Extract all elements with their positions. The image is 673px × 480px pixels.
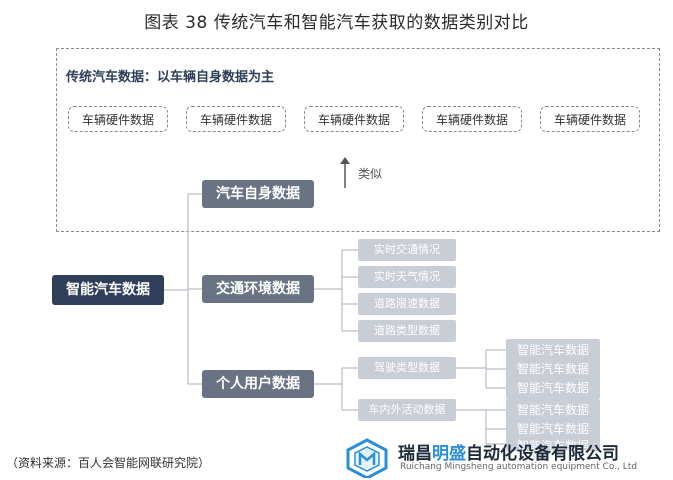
company-name-prefix: 瑞昌 <box>398 444 432 464</box>
similar-label: 类似 <box>358 167 383 181</box>
traditional-data-heading: 传统汽车数据：以车辆自身数据为主 <box>66 70 275 85</box>
personal-leaf-node: 智能汽车数据 <box>506 339 600 361</box>
personal-leaf-node: 智能汽车数据 <box>506 418 600 440</box>
up-arrow-icon <box>340 157 350 188</box>
category-node: 交通环境数据 <box>202 275 314 303</box>
hardware-data-box: 车辆硬件数据 <box>422 106 522 132</box>
figure-title: 图表 38 传统汽车和智能汽车获取的数据类别对比 <box>144 13 529 33</box>
hardware-data-box: 车辆硬件数据 <box>540 106 640 132</box>
personal-leaf-node: 智能汽车数据 <box>506 358 600 380</box>
traffic-leaf-node: 实时天气情况 <box>358 266 456 288</box>
hardware-data-box: 车辆硬件数据 <box>68 106 168 132</box>
category-node: 汽车自身数据 <box>202 180 314 208</box>
personal-leaf-node: 智能汽车数据 <box>506 437 600 451</box>
personal-leaf-node: 智能汽车数据 <box>506 399 600 421</box>
personal-subcategory-node: 驾驶类型数据 <box>358 357 456 379</box>
company-logo-icon <box>346 438 388 478</box>
company-name-highlight: 明盛 <box>432 444 466 464</box>
hardware-data-box: 车辆硬件数据 <box>186 106 286 132</box>
traditional-data-frame <box>56 48 660 232</box>
traffic-leaf-node: 道路限速数据 <box>358 293 456 315</box>
traffic-leaf-node: 道路类型数据 <box>358 320 456 342</box>
company-name-suffix: 自动化设备有限公司 <box>466 444 619 464</box>
company-name: 瑞昌明盛自动化设备有限公司 <box>398 439 619 464</box>
personal-leaf-node: 智能汽车数据 <box>506 377 600 399</box>
source-note: （资料来源：百人会智能网联研究院） <box>6 456 211 470</box>
company-name-english: Ruichang Mingsheng automation equipment … <box>400 462 638 472</box>
hardware-data-box: 车辆硬件数据 <box>304 106 404 132</box>
category-node: 个人用户数据 <box>202 370 314 398</box>
root-node: 智能汽车数据 <box>52 275 164 305</box>
traffic-leaf-node: 实时交通情况 <box>358 239 456 261</box>
personal-subcategory-node: 车内外活动数据 <box>358 399 456 421</box>
